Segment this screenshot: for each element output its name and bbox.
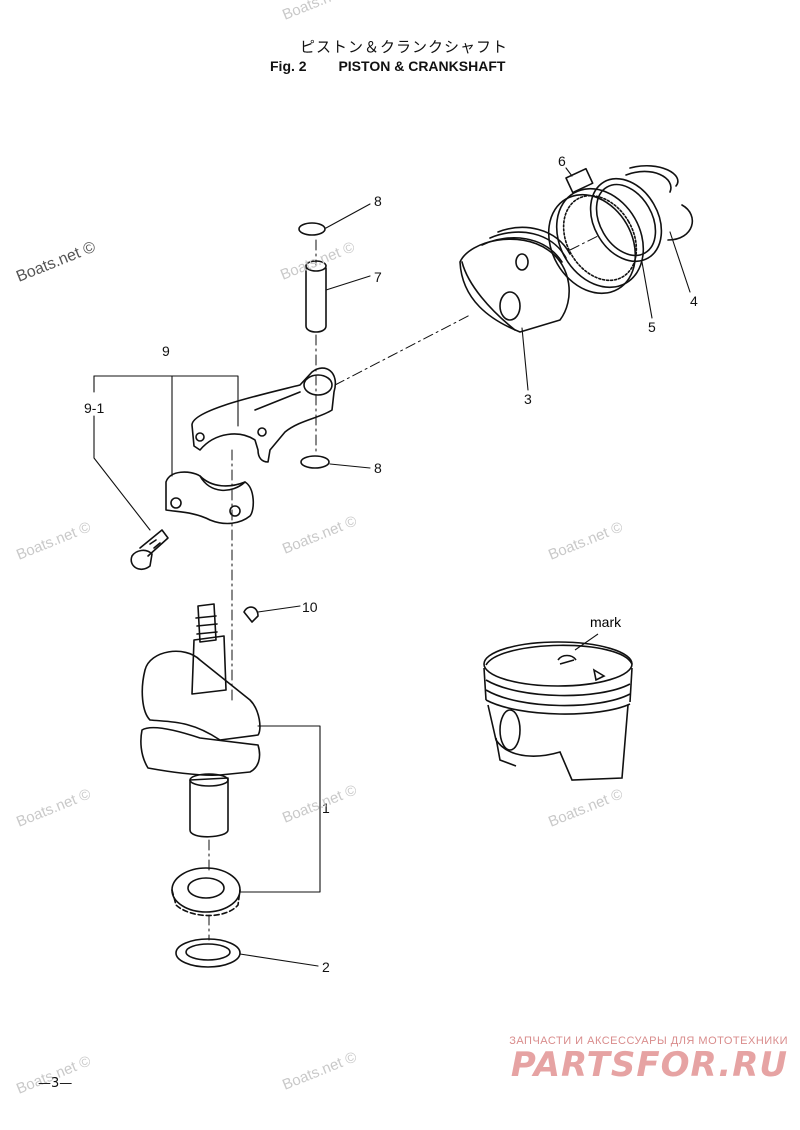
piston-ring-4[interactable] [625, 164, 693, 241]
page-number: —3— [38, 1076, 73, 1091]
callout-2: 2 [322, 959, 330, 975]
piston-pin-clip-8-bottom[interactable] [300, 455, 330, 469]
woodruff-key-10[interactable] [243, 606, 259, 623]
callout-7: 7 [374, 269, 382, 285]
piston-mark-detail [483, 633, 633, 781]
callout-9-1: 9-1 [84, 400, 104, 416]
conrod-bolt-9-1[interactable] [130, 529, 169, 571]
brand-tagline: ЗАПЧАСТИ И АКСЕССУАРЫ ДЛЯ МОТОТЕХНИКИ [509, 1035, 788, 1047]
mark-label: mark [590, 614, 622, 630]
partsfor-logo[interactable]: ЗАПЧАСТИ И АКСЕССУАРЫ ДЛЯ МОТОТЕХНИКИ PA… [488, 1035, 788, 1083]
crankshaft-1[interactable] [140, 603, 261, 838]
thrust-washer-2[interactable] [175, 938, 241, 968]
figure-name: PISTON & CRANKSHAFT [338, 58, 506, 74]
piston-ring-5[interactable] [576, 166, 675, 274]
title-japanese: ピストン＆クランクシャフト [300, 38, 509, 56]
callout-9: 9 [162, 343, 170, 359]
figure-title: Fig. 2 PISTON & CRANKSHAFT [270, 58, 505, 74]
piston-pin-clip-8-top[interactable] [298, 222, 326, 236]
figure-number: Fig. 2 [270, 58, 307, 74]
piston-3[interactable] [459, 226, 571, 333]
callout-5: 5 [648, 319, 656, 335]
callout-10: 10 [302, 599, 318, 615]
brand-name: PARTSFOR.RU [510, 1045, 788, 1085]
crankshaft-gear[interactable] [171, 867, 241, 917]
callout-6: 6 [558, 153, 566, 169]
connecting-rod-cap[interactable] [165, 471, 255, 525]
callout-8-bottom: 8 [374, 460, 382, 476]
callout-3: 3 [524, 391, 532, 407]
callout-8-top: 8 [374, 193, 382, 209]
connecting-rod-9[interactable] [191, 367, 337, 463]
callout-1: 1 [322, 800, 330, 816]
callout-4: 4 [690, 293, 698, 309]
